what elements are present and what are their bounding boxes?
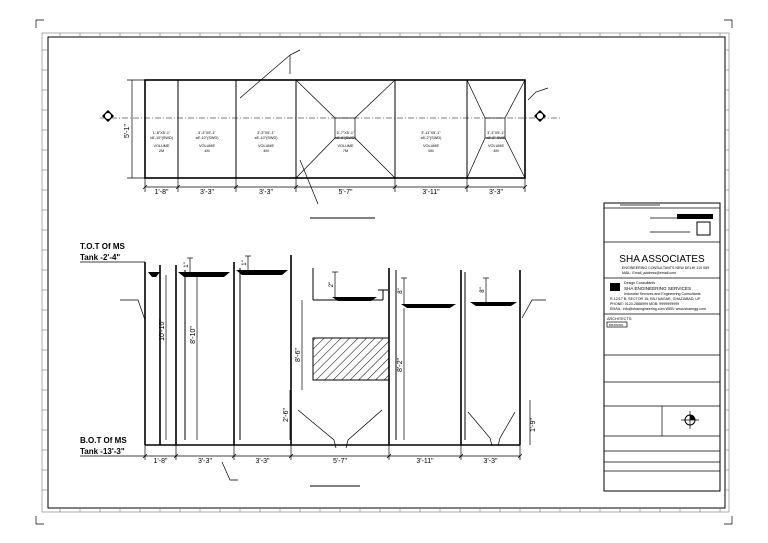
hopper-section-2 [467,411,516,447]
hopper-section-1 [297,409,383,449]
plan-dimension: 1'-8" [155,189,169,196]
section-dimension: 3'-3" [198,458,212,465]
compartment-volume-label: VOLUME [423,144,440,148]
consultant-phone: PHONE: 0120-2888999 MOB: 9999999999 [610,302,679,306]
compartment-volume: 2M [159,149,164,153]
section-dimension: 3'-11" [416,458,434,465]
plan-labels: 1'-8"X5'-1"x8'-10"(SWD)VOLUME2M3'-3"X5'-… [150,131,506,153]
compartment-volume-label: VOLUME [199,144,216,148]
border-ticks [42,33,729,512]
consultant-3: Industrial Services and Engineering Cons… [624,292,701,296]
section-dim-ticks [142,445,523,460]
architects-label: ARCHITECTS: [607,317,632,321]
section-marker-right [527,87,549,122]
leader-bottom-section [221,461,238,481]
compartment-volume: 4M [263,149,268,153]
filter-media [312,337,390,381]
consultant-email: EMAIL: info@shaengineering.com WEB: www.… [610,307,706,311]
top-dimension: 1" [242,260,248,265]
vertical-dimension: 8'-2" [397,358,404,372]
compartment-depth: x8'-2" SWD [486,136,506,140]
plan-outline [144,79,526,179]
drawing-box-label: DRAWING [609,323,624,327]
vertical-dimension: 10'-10" [159,319,166,341]
bot-label: B.O.T Of MS Tank -13'-3" [80,436,145,457]
vertical-dimension: 1'-9" [530,418,537,432]
compartment-volume: 4M [493,149,498,153]
top-dimension: 1" [184,262,190,267]
tot-label-line1: T.O.T Of MS [80,242,126,251]
compartment-volume-label: VOLUME [258,144,275,148]
consultant-logo [610,283,620,291]
outer-border [41,32,730,513]
plan-dimension: 3'-3" [200,189,214,196]
vertical-dimension: 8'-6" [295,348,302,362]
leader-bottom [299,159,319,205]
compartment-depth: x8'-6"(SWD) [335,136,357,140]
compartment-size: 3'-3"X5'-1" [257,131,275,135]
plan-dim-texts: 1'-8" 3'-3" 3'-3" 5'-7" 3'-11" 3'-3" [155,189,504,196]
plan-dim-ticks [142,178,528,192]
compartment-size: 1'-8"X5'-1" [153,131,171,135]
plan-dimension: 3'-3" [259,189,273,196]
compartment-depth: x8'-10"(SWD) [196,136,220,140]
inner-border [47,36,726,509]
company-name: SHA ASSOCIATES [619,254,705,265]
hopper-plan-1 [295,79,396,179]
tot-label-line2: Tank -2'-4" [80,253,120,262]
compartment-volume: 5M [428,149,433,153]
compartment-size: 3'-11"X5'-1" [421,131,441,135]
bot-label-line1: B.O.T Of MS [80,436,127,445]
water-levels [148,270,517,308]
plan-dimension: 5'-7" [339,189,353,196]
section-dimension: 5'-7" [333,458,347,465]
plan-dimension: 3'-11" [422,189,440,196]
tot-label: T.O.T Of MS Tank -2'-4" [80,242,145,263]
plan-dividers [177,80,468,178]
compartment-depth: x8'-10"(SWD) [255,136,279,140]
section-dim-texts: 1'-8" 3'-3" 3'-3" 5'-7" 3'-11" 3'-3" [154,458,498,465]
company-address-1: ENGINEERING CONSULTANTS NEW DELHI 110 08… [622,266,709,270]
consultant-1: Design Consultants [624,281,655,285]
vertical-dimension: 2'-6" [283,408,290,422]
compartment-depth: x8'-10"(SWD) [150,136,174,140]
section-marker-left [102,110,114,122]
section-dimension: 1'-8" [154,458,168,465]
plan-view: 5'-1" [100,49,560,219]
vertical-dimension: 8'-10" [190,326,197,344]
compartment-size: 5'-7"X5'-1" [337,131,355,135]
compartment-volume-label: VOLUME [337,144,354,148]
compartment-volume-label: VOLUME [153,144,170,148]
section-dimension: 3'-3" [484,458,498,465]
section-top-dims: 1" 1" 2" 8" 8" [184,255,489,304]
bot-label-line2: Tank -13'-3" [80,447,125,456]
compartment-volume: 4M [204,149,209,153]
plan-dimension: 3'-3" [489,189,503,196]
leader-top [239,49,301,99]
top-dimension: 8" [480,287,486,292]
north-symbol-icon [681,411,699,429]
section-vertical-dims: 10'-10" 8'-10" 8'-6" 8'-2" 2'-6" 1'-9" [159,275,537,445]
compartment-depth: x8'-2"(SWD) [421,136,443,140]
top-dimension: 2" [329,282,335,287]
section-view: T.O.T Of MS Tank -2'-4" B.O.T Of MS Tank… [80,242,546,487]
leader-right [521,299,546,319]
consultant-4: R-12/17 B, SECTOR 15, RAJ NAGAR, GHAZIAB… [610,297,701,301]
top-dimension: 8" [398,288,404,293]
crop-marks [35,19,733,525]
compartment-size: 3'-3"X5'-1" [198,131,216,135]
hopper-plan-2 [466,79,526,179]
compartment-volume-label: VOLUME [488,144,505,148]
plan-height-dim: 5'-1" [124,124,131,138]
compartment-volume: 7M [343,149,348,153]
title-block: SHA ASSOCIATES ENGINEERING CONSULTANTS N… [603,202,721,492]
compartment-size: 3'-3"X5'-1" [487,131,505,135]
section-dimension: 3'-3" [256,458,270,465]
company-address-2: MAIL: Email_address@email.com [622,271,676,275]
consultant-2: SHA ENGINEERING SERVICES [624,286,691,291]
leader-left [120,299,146,321]
